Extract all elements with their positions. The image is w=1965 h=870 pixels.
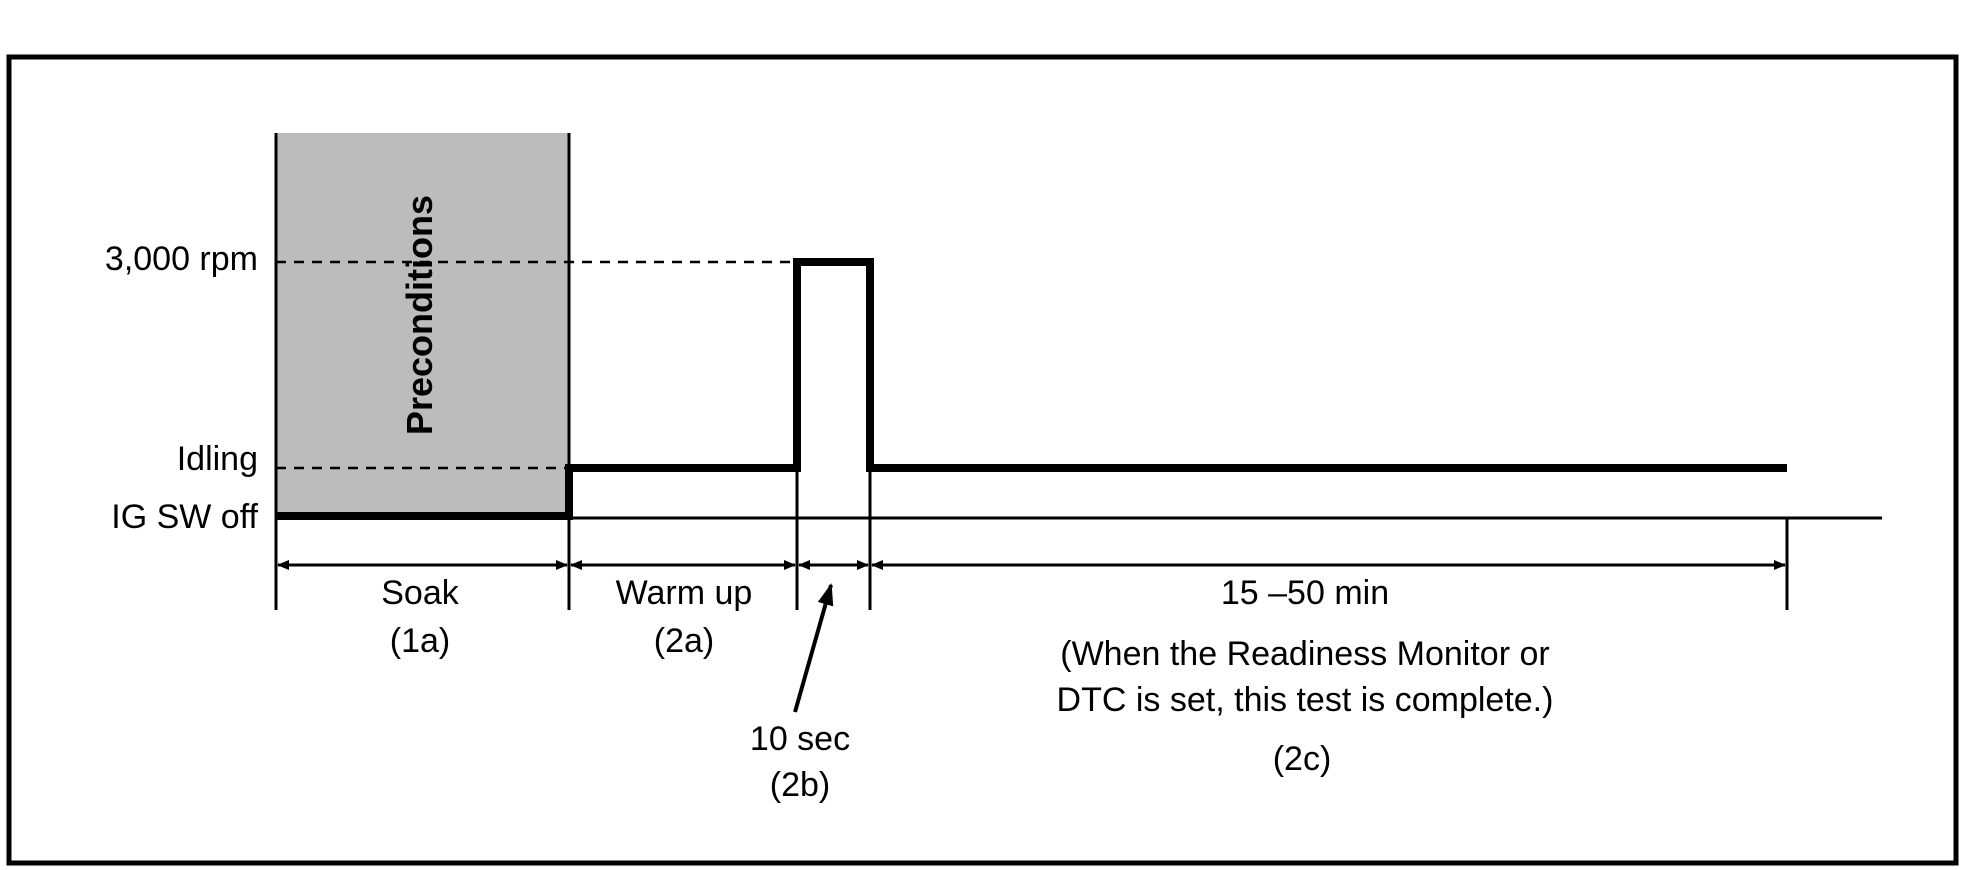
preconditions-block (276, 133, 569, 516)
drive-duration-label: 15 –50 min (1221, 574, 1389, 612)
warmup-label: Warm up (616, 574, 753, 612)
drive-note-line2: DTC is set, this test is complete.) (1057, 681, 1554, 719)
rpm-3000-label: 3,000 rpm (105, 240, 258, 278)
preconditions-label: Preconditions (399, 195, 440, 435)
ig-sw-off-label: IG SW off (111, 498, 258, 536)
rev-label: 10 sec (750, 720, 850, 758)
engine-speed-trace (276, 258, 1787, 520)
drive-note-line1: (When the Readiness Monitor or (1060, 635, 1549, 673)
soak-code: (1a) (390, 622, 450, 660)
soak-label: Soak (381, 574, 459, 612)
rev-pointer-arrow (793, 583, 834, 713)
rev-code: (2b) (770, 766, 830, 804)
warmup-code: (2a) (654, 622, 714, 660)
diagram-frame (6, 54, 1959, 866)
idling-label: Idling (177, 440, 258, 478)
drive-code: (2c) (1273, 740, 1332, 778)
